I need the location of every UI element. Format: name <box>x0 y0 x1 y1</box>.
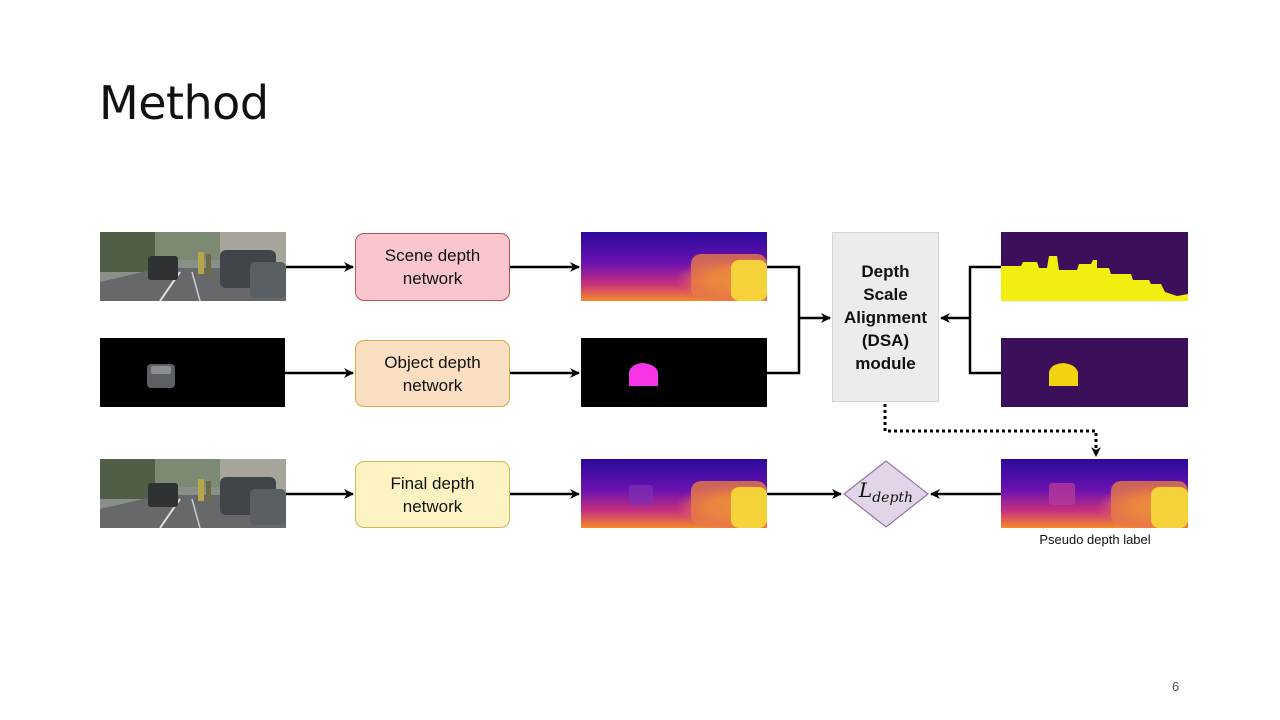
connector-masks-to-dsa <box>968 265 1001 375</box>
loss-label: Ldepth <box>843 478 929 506</box>
object-mask-image <box>1001 338 1188 407</box>
loss-diamond <box>843 460 929 528</box>
page-number: 6 <box>1172 679 1180 694</box>
input-image-final <box>100 459 286 528</box>
loss-symbol: L <box>858 478 873 502</box>
input-image-object <box>100 338 285 407</box>
pseudo-depth-label-caption: Pseudo depth label <box>1039 532 1151 547</box>
final-depth-map <box>581 459 767 528</box>
dsa-module-box: Depth Scale Alignment (DSA) module <box>832 232 939 402</box>
connector-depths-to-dsa <box>767 265 801 375</box>
final-depth-network-box: Final depth network <box>355 461 510 528</box>
scene-depth-map <box>581 232 767 301</box>
object-depth-network-box: Object depth network <box>355 340 510 407</box>
object-depth-map <box>581 338 767 407</box>
loss-subscript: depth <box>872 490 914 506</box>
scene-depth-network-box: Scene depth network <box>355 233 510 301</box>
pseudo-depth-label-image <box>1001 459 1188 528</box>
input-image-scene <box>100 232 286 301</box>
scene-mask-image <box>1001 232 1188 301</box>
slide-title: Method <box>99 76 269 130</box>
dotted-dsa-to-pseudo-label <box>883 404 1101 457</box>
